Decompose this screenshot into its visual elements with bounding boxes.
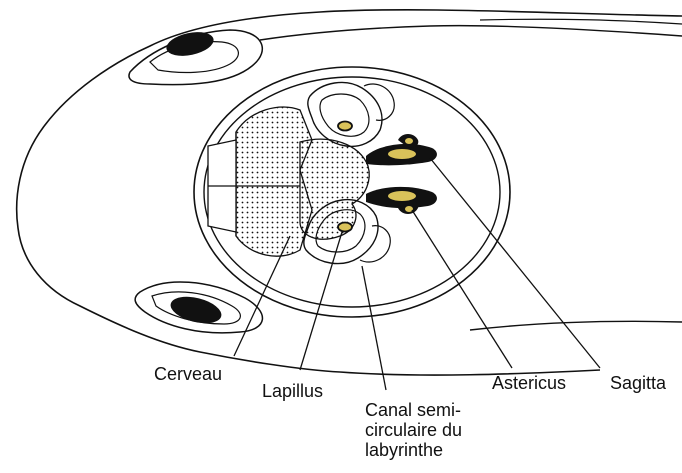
leader-sagitta [430, 158, 600, 368]
labyrinth-upper [308, 82, 394, 146]
label-canal-line-1: Canal semi- [365, 400, 495, 420]
body-line-lower [470, 321, 682, 330]
eye-bottom [135, 282, 262, 333]
astericus-otolith [366, 187, 437, 214]
body-line-top-right [480, 19, 682, 24]
label-canal-line-2: circulaire du [365, 420, 495, 440]
eye-top [129, 28, 262, 84]
leader-canal [362, 266, 386, 390]
leader-astericus [412, 210, 512, 368]
sagitta-otolith [366, 134, 437, 165]
label-sagitta: Sagitta [610, 373, 666, 393]
label-canal-line-3: labyrinthe [365, 440, 495, 460]
label-astericus: Astericus [492, 373, 566, 393]
body-line-upper [260, 26, 682, 40]
label-canal: Canal semi- circulaire du labyrinthe [365, 400, 495, 460]
label-lapillus: Lapillus [262, 381, 323, 401]
label-cerveau: Cerveau [154, 364, 222, 384]
